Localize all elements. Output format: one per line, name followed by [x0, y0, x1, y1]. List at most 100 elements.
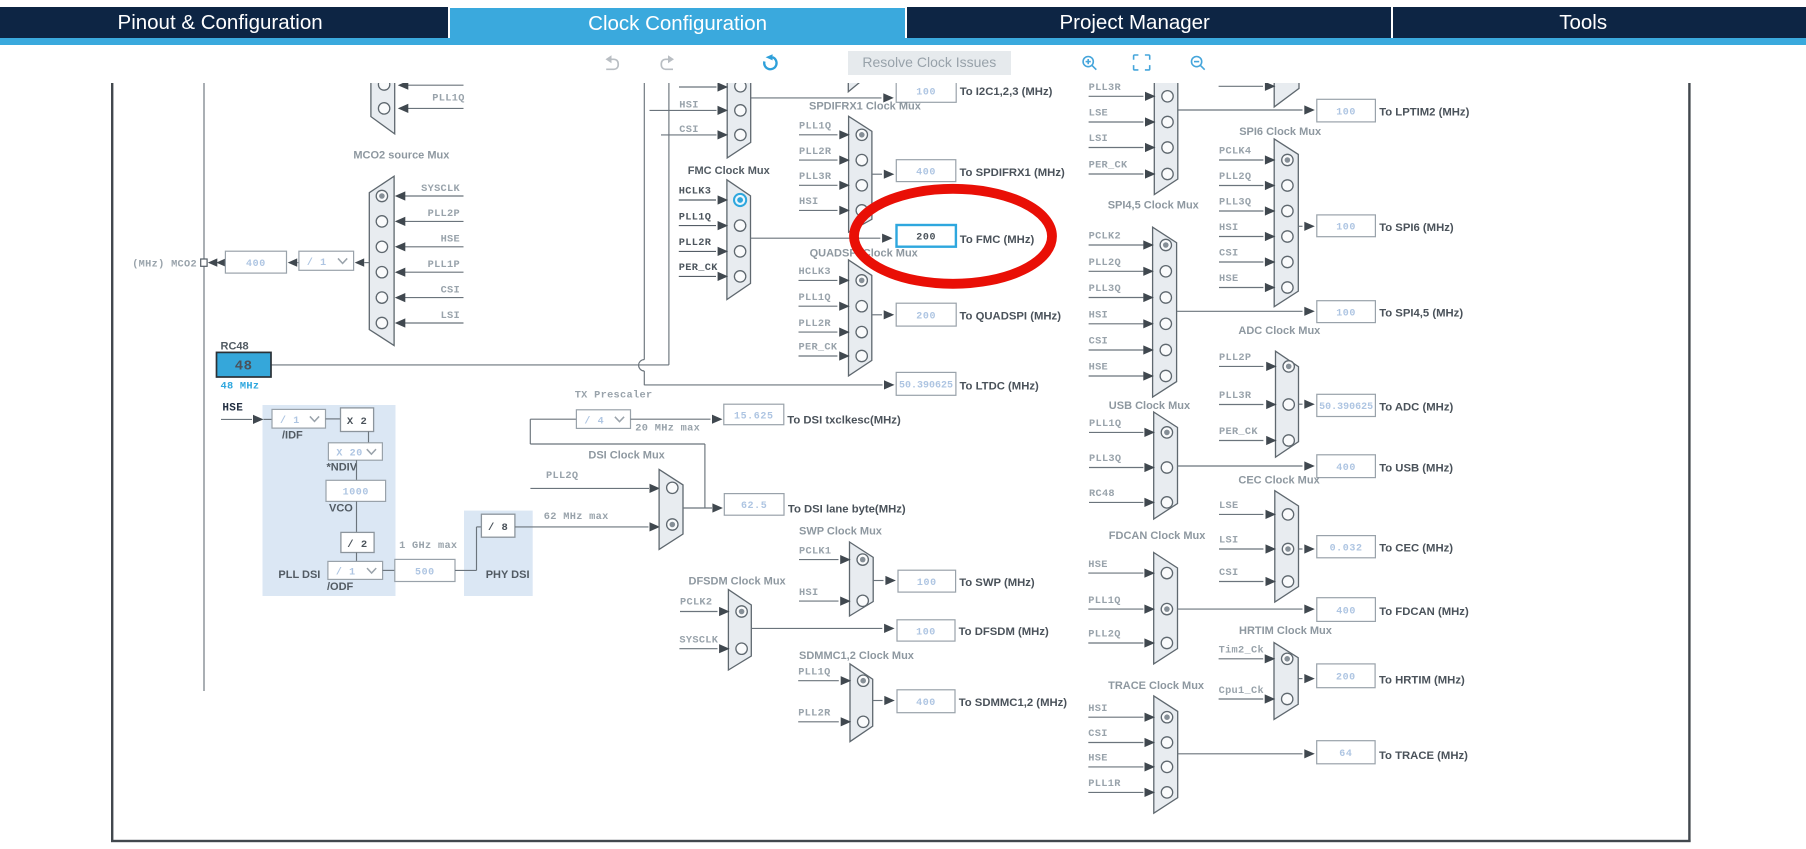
svg-text:/ 4: / 4 — [584, 415, 604, 427]
svg-text:HCLK3: HCLK3 — [799, 266, 831, 278]
svg-text:100: 100 — [1336, 107, 1356, 118]
svg-text:LSI: LSI — [1089, 133, 1108, 145]
svg-text:To USB (MHz): To USB (MHz) — [1379, 462, 1453, 474]
svg-text:PCLK2: PCLK2 — [680, 597, 712, 609]
svg-text:PLL2R: PLL2R — [799, 146, 832, 158]
svg-text:SPI4,5 Clock Mux: SPI4,5 Clock Mux — [1108, 200, 1200, 212]
svg-text:/ 2: / 2 — [347, 539, 367, 551]
svg-text:To SPI4,5 (MHz): To SPI4,5 (MHz) — [1379, 308, 1463, 320]
svg-text:HSI: HSI — [799, 196, 818, 208]
svg-text:HSI: HSI — [679, 99, 698, 111]
svg-text:To FDCAN (MHz): To FDCAN (MHz) — [1379, 606, 1469, 618]
svg-text:HSE: HSE — [1088, 559, 1107, 571]
svg-text:CEC Clock Mux: CEC Clock Mux — [1238, 474, 1320, 486]
svg-text:HRTIM Clock Mux: HRTIM Clock Mux — [1239, 625, 1333, 637]
svg-text:USB Clock Mux: USB Clock Mux — [1109, 400, 1191, 412]
svg-text:PCLK4: PCLK4 — [1219, 146, 1251, 158]
svg-text:TX Prescaler: TX Prescaler — [575, 390, 653, 402]
svg-text:PLL3Q: PLL3Q — [1219, 197, 1251, 209]
svg-text:PLL2R: PLL2R — [799, 318, 832, 330]
svg-text:48 MHz: 48 MHz — [221, 381, 260, 393]
svg-text:100: 100 — [1336, 223, 1356, 234]
svg-text:To SPI6 (MHz): To SPI6 (MHz) — [1379, 222, 1454, 234]
svg-text:LSE: LSE — [1219, 500, 1238, 512]
svg-text:HSE: HSE — [441, 234, 460, 246]
svg-text:HSE: HSE — [222, 403, 243, 415]
svg-text:100: 100 — [916, 87, 936, 98]
svg-text:DSI Clock Mux: DSI Clock Mux — [588, 449, 665, 461]
svg-text:1 GHz max: 1 GHz max — [399, 540, 457, 552]
svg-text:PLL2Q: PLL2Q — [546, 470, 578, 482]
svg-text:PLL2Q: PLL2Q — [1089, 257, 1121, 269]
svg-text:(MHz) MCO2: (MHz) MCO2 — [132, 258, 197, 270]
svg-text:To TRACE (MHz): To TRACE (MHz) — [1379, 750, 1468, 762]
svg-text:To SWP (MHz): To SWP (MHz) — [959, 577, 1035, 589]
svg-text:64: 64 — [1339, 749, 1352, 760]
svg-text:HSI: HSI — [1219, 222, 1238, 234]
svg-text:CSI: CSI — [1089, 336, 1108, 348]
svg-text:PLL1Q: PLL1Q — [679, 211, 711, 223]
svg-text:100: 100 — [917, 578, 937, 589]
svg-text:100: 100 — [1336, 308, 1356, 319]
svg-text:PLL1Q: PLL1Q — [799, 292, 831, 304]
svg-text:Cpu1_Ck: Cpu1_Ck — [1219, 685, 1264, 697]
svg-text:/ 1: / 1 — [336, 567, 356, 579]
svg-text:400: 400 — [916, 167, 936, 178]
svg-text:50.390625: 50.390625 — [1319, 402, 1373, 413]
svg-text:500: 500 — [415, 567, 435, 578]
svg-text:RC48: RC48 — [221, 340, 249, 352]
svg-text:200: 200 — [916, 233, 936, 244]
svg-text:15.625: 15.625 — [734, 411, 774, 422]
svg-text:To DSI txclkesc(MHz): To DSI txclkesc(MHz) — [787, 415, 901, 427]
svg-text:CSI: CSI — [1219, 567, 1238, 579]
svg-text:PLL1Q: PLL1Q — [799, 121, 831, 133]
svg-text:Tim2_Ck: Tim2_Ck — [1219, 645, 1264, 657]
svg-text:50.390625: 50.390625 — [899, 381, 953, 392]
svg-text:LSI: LSI — [1219, 535, 1238, 547]
svg-text:PCLK2: PCLK2 — [1089, 231, 1121, 243]
svg-text:200: 200 — [1336, 673, 1356, 684]
svg-text:PLL1R: PLL1R — [1088, 778, 1121, 790]
svg-text:PLL3R: PLL3R — [1089, 82, 1122, 94]
svg-text:/ 8: / 8 — [488, 522, 508, 534]
svg-text:1000: 1000 — [343, 488, 369, 499]
svg-text:FDCAN Clock Mux: FDCAN Clock Mux — [1109, 530, 1206, 542]
svg-text:To LTDC (MHz): To LTDC (MHz) — [960, 380, 1039, 392]
svg-text:HSI: HSI — [799, 587, 818, 599]
svg-text:CSI: CSI — [1088, 728, 1107, 740]
svg-text:0.032: 0.032 — [1330, 544, 1363, 555]
svg-text:PER_CK: PER_CK — [679, 262, 718, 274]
svg-text:To ADC (MHz): To ADC (MHz) — [1379, 401, 1453, 413]
svg-text:VCO: VCO — [329, 503, 353, 515]
svg-text:To FMC (MHz): To FMC (MHz) — [960, 234, 1035, 246]
svg-text:HSE: HSE — [1088, 753, 1107, 765]
svg-text:X 20: X 20 — [336, 449, 362, 460]
svg-text:PLL1P: PLL1P — [428, 259, 460, 271]
svg-text:62.5: 62.5 — [741, 501, 767, 512]
svg-text:PLL2R: PLL2R — [798, 708, 831, 720]
svg-text:X 2: X 2 — [347, 416, 367, 428]
svg-text:PLL1Q: PLL1Q — [1089, 418, 1121, 430]
svg-text:HSI: HSI — [1089, 310, 1108, 322]
svg-text:PLL1Q: PLL1Q — [432, 93, 464, 105]
svg-text:CSI: CSI — [1219, 248, 1238, 260]
svg-text:HSI: HSI — [1088, 703, 1107, 715]
svg-text:PLL1Q: PLL1Q — [798, 666, 830, 678]
svg-text:PHY DSI: PHY DSI — [486, 569, 530, 581]
svg-text:To LPTIM2 (MHz): To LPTIM2 (MHz) — [1379, 106, 1469, 118]
svg-text:/ODF: /ODF — [327, 581, 354, 593]
svg-text:PLL2Q: PLL2Q — [1219, 171, 1251, 183]
svg-text:To HRTIM (MHz): To HRTIM (MHz) — [1379, 675, 1465, 687]
svg-text:PLL1Q: PLL1Q — [1088, 595, 1120, 607]
svg-text:PER_CK: PER_CK — [1219, 426, 1258, 438]
svg-text:48: 48 — [235, 359, 253, 375]
svg-text:LSI: LSI — [441, 310, 460, 322]
svg-text:/ 1: / 1 — [280, 415, 300, 427]
svg-text:PLL3Q: PLL3Q — [1089, 453, 1121, 465]
svg-text:/ 1: / 1 — [307, 257, 327, 269]
svg-text:To QUADSPI (MHz): To QUADSPI (MHz) — [960, 311, 1062, 323]
svg-text:PCLK1: PCLK1 — [799, 545, 831, 557]
svg-text:FMC Clock Mux: FMC Clock Mux — [688, 165, 771, 177]
svg-text:TRACE Clock Mux: TRACE Clock Mux — [1108, 680, 1205, 692]
svg-text:PER_CK: PER_CK — [799, 342, 838, 354]
